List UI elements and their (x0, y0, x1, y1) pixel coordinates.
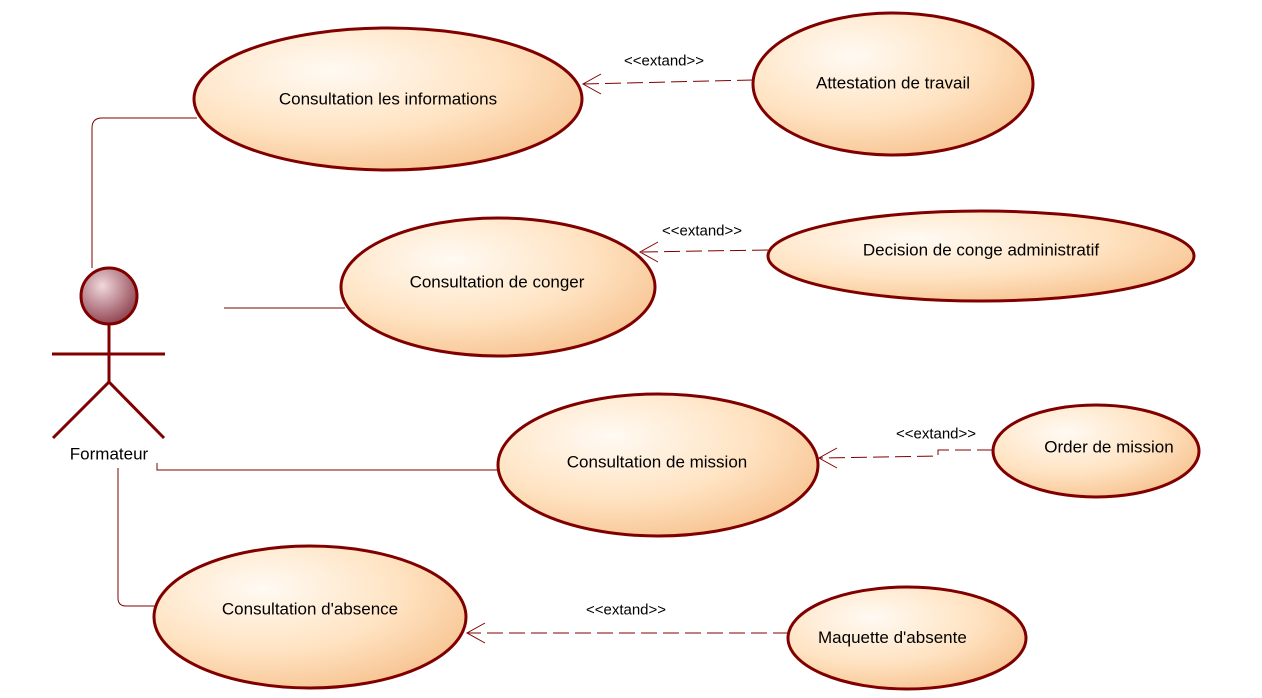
association-absence[interactable] (117, 468, 155, 607)
extend-maquette-to-absence[interactable] (465, 622, 789, 644)
label-maquette-clip: Maquette d'absente (818, 624, 988, 652)
use-case-consultation-informations[interactable] (192, 26, 584, 172)
actor-formateur-label: Formateur (69, 444, 149, 464)
actor-left-leg (51, 380, 111, 440)
label-decision-conge: Decision de conge administratif (862, 240, 1100, 260)
actor-formateur-figure[interactable] (51, 266, 166, 440)
stereotype-extend-attestation: <<extand>> (623, 52, 705, 70)
use-case-consultation-conger[interactable] (339, 216, 657, 358)
stereotype-extend-decision: <<extand>> (661, 222, 743, 240)
association-mission[interactable] (156, 463, 498, 471)
stereotype-extend-order: <<extand>> (895, 425, 977, 443)
stereotype-extend-maquette: <<extand>> (585, 601, 667, 619)
extend-decision-to-conger[interactable] (638, 241, 769, 263)
label-consultation-conger: Consultation de conger (409, 272, 585, 292)
label-consultation-absence: Consultation d'absence (221, 599, 399, 619)
use-case-order-mission[interactable] (991, 403, 1201, 499)
use-case-consultation-mission[interactable] (496, 392, 820, 538)
label-order-mission: Order de mission (1044, 437, 1174, 457)
extend-order-to-mission[interactable] (817, 447, 993, 469)
label-attestation-travail: Attestation de travail (815, 73, 971, 93)
association-informations[interactable] (91, 117, 197, 268)
use-case-consultation-absence[interactable] (152, 544, 468, 690)
label-consultation-informations: Consultation les informations (278, 89, 498, 109)
actor-right-leg (107, 380, 166, 440)
extend-attestation-to-informations[interactable] (581, 73, 754, 95)
use-case-attestation-travail[interactable] (751, 11, 1035, 157)
use-case-maquette-absente[interactable] (786, 585, 1028, 691)
label-consultation-mission: Consultation de mission (566, 452, 748, 472)
actor-head (79, 266, 139, 326)
label-maquette-absente: Maquette d'absente (818, 628, 967, 647)
use-case-decision-conge[interactable] (766, 209, 1196, 303)
